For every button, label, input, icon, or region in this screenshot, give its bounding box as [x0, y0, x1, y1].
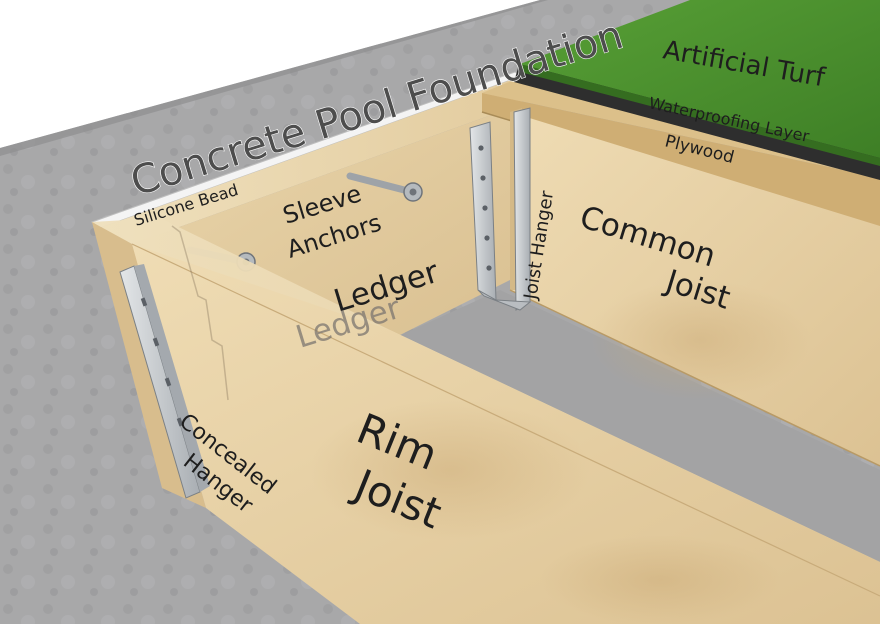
hidden-hanger-outline — [171, 225, 229, 401]
joist-hanger — [469, 107, 532, 311]
concealed-hanger — [119, 264, 210, 499]
rim-joist — [92, 218, 880, 624]
artificial-turf-layer — [520, 0, 880, 166]
